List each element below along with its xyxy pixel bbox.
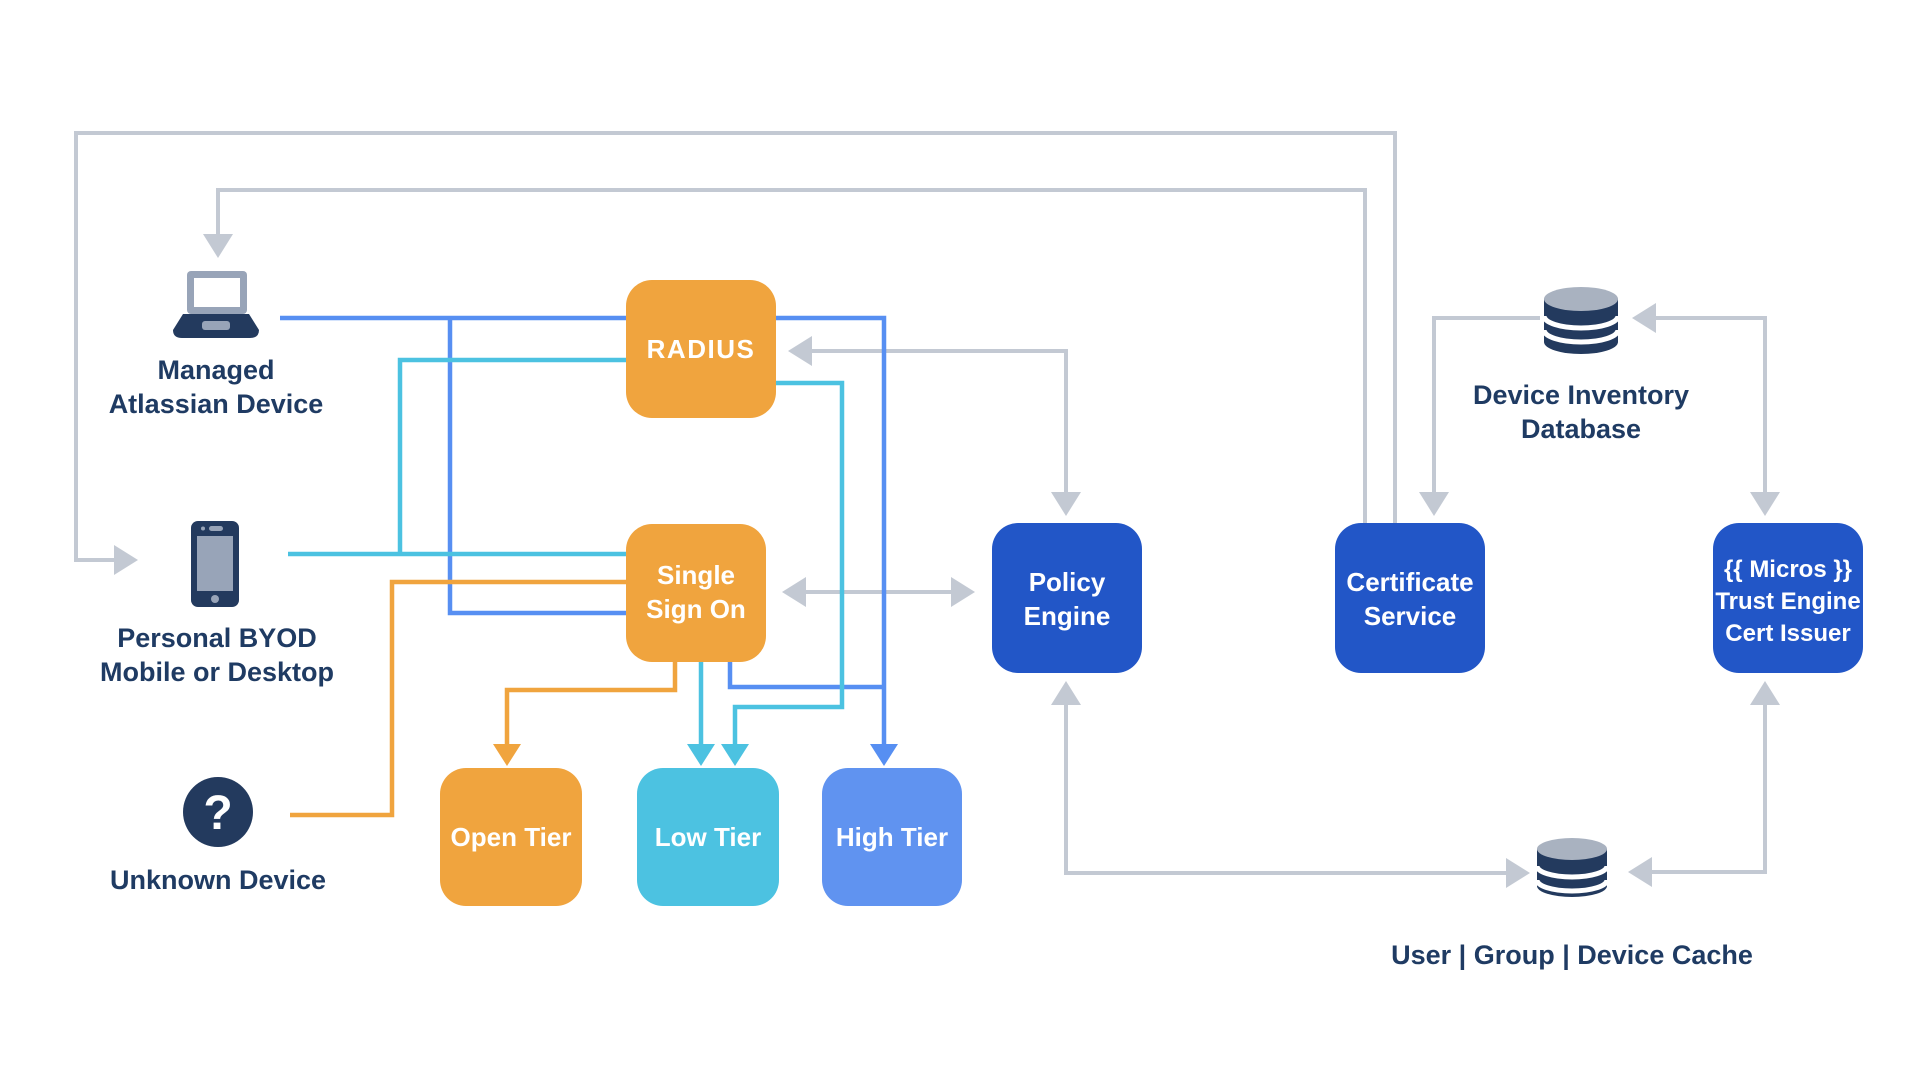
node-policy-label-line1: Policy <box>1029 567 1106 597</box>
device-inventory-database: Device Inventory Database <box>1473 287 1689 444</box>
gray-connectors <box>74 131 1780 888</box>
connector-sso-to-hightier <box>727 661 884 690</box>
node-sso-label-line2: Sign On <box>646 594 746 624</box>
arrowhead-left-inventory-db <box>1632 303 1656 333</box>
arrowhead-right-cache-db <box>1506 858 1530 888</box>
arrowhead-left-cache-db <box>1628 857 1652 887</box>
node-low-tier-label: Low Tier <box>655 822 761 852</box>
connector-unknown-to-sso <box>290 579 630 818</box>
unknown-device-label: Unknown Device <box>110 865 326 895</box>
managed-device: Managed Atlassian Device <box>109 271 324 419</box>
inventory-db-label-line1: Device Inventory <box>1473 380 1689 410</box>
arrowhead-down-open-tier <box>493 744 521 766</box>
node-low-tier <box>637 768 779 906</box>
question-mark-icon: ? <box>183 777 253 847</box>
node-micros-label-line1: {{ Micros }} <box>1724 556 1852 583</box>
node-open-tier-label: Open Tier <box>451 822 572 852</box>
arrowhead-left-sso <box>782 577 806 607</box>
node-sso-label-line1: Single <box>657 560 735 590</box>
node-open-tier <box>440 768 582 906</box>
node-cert-label-line1: Certificate <box>1346 567 1473 597</box>
node-policy-engine <box>992 523 1142 673</box>
connector-policy-radius <box>812 349 1068 492</box>
arrowhead-up-policy-engine <box>1051 681 1081 705</box>
connector-radius-to-lowtier <box>732 380 845 744</box>
connector-cert-to-byod-device <box>74 131 1397 562</box>
user-group-device-cache: User | Group | Device Cache <box>1391 838 1753 970</box>
node-high-tier <box>822 768 962 906</box>
node-micros-label-line2: Trust Engine <box>1715 588 1860 615</box>
node-policy-label-line2: Engine <box>1024 601 1111 631</box>
cache-db-label: User | Group | Device Cache <box>1391 940 1753 970</box>
arrowhead-down-high-tier <box>870 744 898 766</box>
laptop-icon <box>173 271 259 338</box>
connector-managed-to-radius-hightier <box>280 315 887 744</box>
arrowhead-left-radius <box>788 336 812 366</box>
arrowhead-right-policy-engine <box>951 577 975 607</box>
connector-cert-to-managed-device <box>216 188 1367 523</box>
arrowhead-down-micros <box>1750 492 1780 516</box>
node-high-tier-label: High Tier <box>836 822 948 852</box>
inventory-db-label-line2: Database <box>1521 414 1641 444</box>
connector-inventory-micros <box>1656 316 1767 492</box>
unknown-device: ? Unknown Device <box>110 777 326 895</box>
arrowhead-down-cert-service <box>1419 492 1449 516</box>
node-certificate-service <box>1335 523 1485 673</box>
arrowhead-down-policy-engine <box>1051 492 1081 516</box>
node-radius <box>626 280 776 418</box>
node-single-sign-on <box>626 524 766 662</box>
database-icon <box>1534 838 1610 897</box>
byod-device-label-line1: Personal BYOD <box>117 623 317 653</box>
colored-connectors <box>280 315 898 818</box>
arrowhead-down-low-tier-right <box>721 744 749 766</box>
arrowhead-down-managed-device <box>203 234 233 258</box>
mobile-phone-icon <box>191 521 239 607</box>
managed-device-label-line1: Managed <box>157 355 274 385</box>
arrowhead-up-micros <box>1750 681 1780 705</box>
arrowhead-down-low-tier-left <box>687 744 715 766</box>
byod-device: Personal BYOD Mobile or Desktop <box>100 521 334 687</box>
nodes: RADIUS Single Sign On Open Tier Low Tier… <box>440 280 1863 906</box>
managed-device-label-line2: Atlassian Device <box>109 389 324 419</box>
connector-micros-cache <box>1652 705 1767 874</box>
connector-sso-to-opentier <box>504 661 678 744</box>
node-cert-label-line2: Service <box>1364 601 1457 631</box>
svg-text:?: ? <box>203 787 232 840</box>
node-micros-trust-engine <box>1713 523 1863 673</box>
connector-policy-cache <box>1064 705 1506 875</box>
connector-inventory-to-cert <box>1432 316 1540 492</box>
connector-managed-branch-to-sso <box>447 318 630 616</box>
node-radius-label: RADIUS <box>647 334 756 364</box>
connector-byod-branch-to-radius <box>397 357 630 554</box>
node-micros-label-line3: Cert Issuer <box>1725 620 1850 647</box>
byod-device-label-line2: Mobile or Desktop <box>100 657 334 687</box>
database-icon <box>1541 287 1621 354</box>
arrowhead-right-byod-device <box>114 545 138 575</box>
